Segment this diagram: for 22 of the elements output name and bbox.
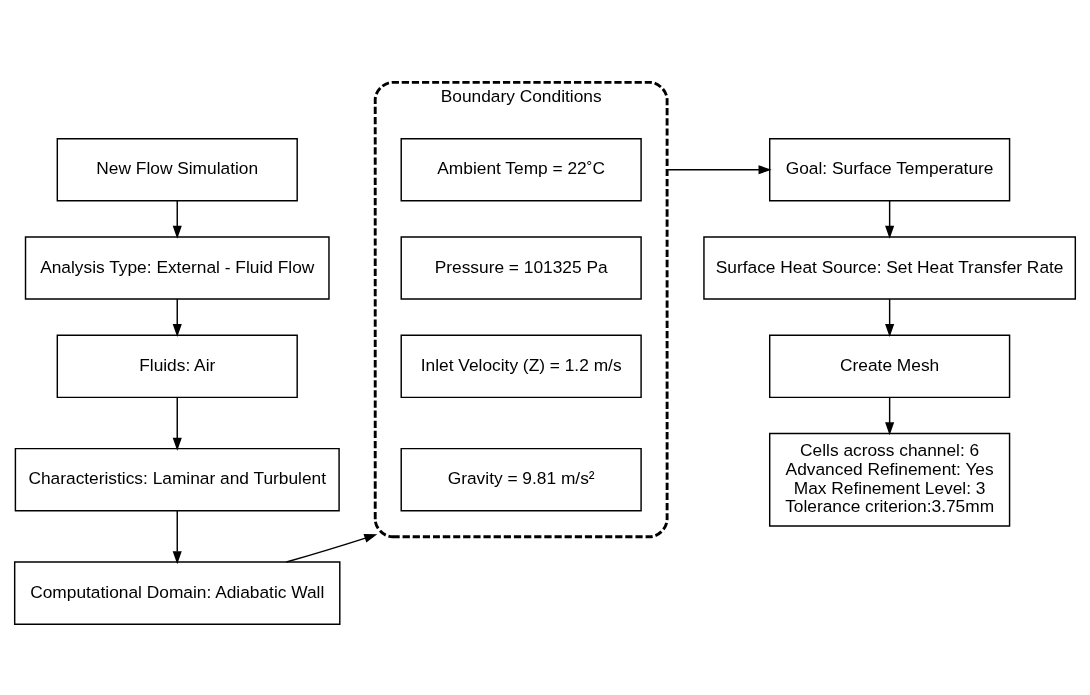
node-box: Goal: Surface Temperature <box>768 137 1011 202</box>
node-box: Computational Domain: Adiabatic Wall <box>13 561 341 625</box>
arrow <box>885 200 895 239</box>
arrow <box>885 396 895 436</box>
node-box: Analysis Type: External - Fluid Flow <box>24 236 330 300</box>
arrow <box>172 200 182 239</box>
node-box: Inlet Velocity (Z) = 1.2 m/s <box>400 334 642 399</box>
node-box: Surface Heat Source: Set Heat Transfer Rate <box>703 236 1077 300</box>
arrow <box>285 533 378 563</box>
arrow <box>885 298 895 338</box>
node-box: Gravity = 9.81 m/s² <box>400 447 642 512</box>
arrow <box>666 165 772 175</box>
arrow <box>172 298 182 338</box>
node-box: Ambient Temp = 22˚C <box>400 137 642 202</box>
node-box: Pressure = 101325 Pa <box>400 236 642 300</box>
arrow <box>172 396 182 451</box>
node-box: Fluids: Air <box>56 334 298 399</box>
node-box: Characteristics: Laminar and Turbulent <box>14 447 340 512</box>
arrow <box>172 510 182 565</box>
node-box: Cells across channel: 6 Advanced Refinement: Yes Max Refinement Level: 3 Tolerance criterion:3.75mm <box>768 432 1011 527</box>
node-box: Create Mesh <box>768 334 1011 399</box>
node-box: New Flow Simulation <box>56 137 298 202</box>
